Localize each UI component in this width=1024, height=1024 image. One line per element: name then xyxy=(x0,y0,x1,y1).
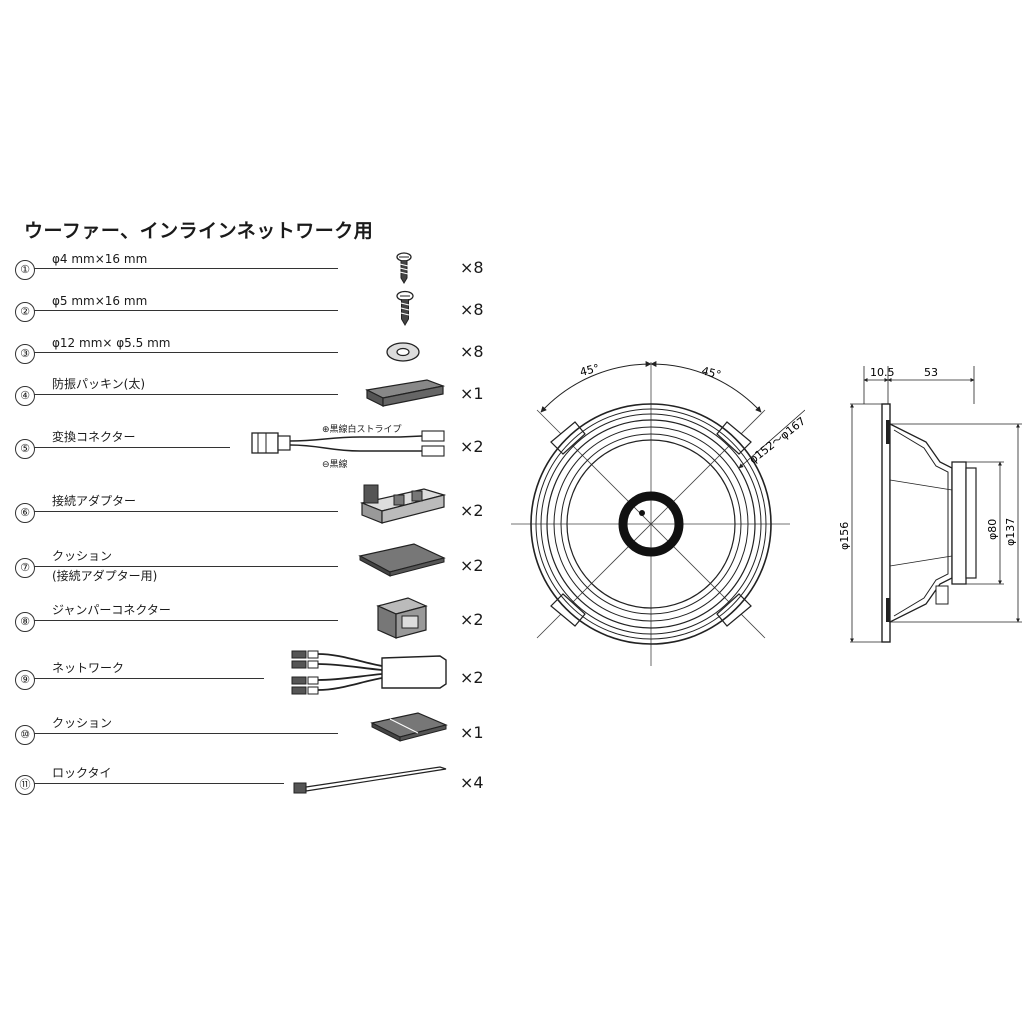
part-name: クッション xyxy=(52,716,113,730)
part-number: ⑦ xyxy=(15,558,35,578)
leader-line xyxy=(34,310,338,311)
dimension-flange-thickness: 10.5 xyxy=(870,366,895,379)
mounting-diameter-label: φ152〜φ167 xyxy=(747,415,805,467)
part-number: ① xyxy=(15,260,35,280)
part-quantity: ×2 xyxy=(460,501,484,520)
part-name: φ12 mm× φ5.5 mm xyxy=(52,336,171,350)
part-name: 防振パッキン(太) xyxy=(52,377,146,391)
part-name: クッション xyxy=(52,549,113,563)
wire-label-minus: ⊖黒線 xyxy=(322,460,348,470)
part-number: ⑨ xyxy=(15,670,35,690)
lock-tie-icon xyxy=(293,766,447,794)
leader-line xyxy=(34,394,338,395)
leader-line xyxy=(34,678,264,679)
packing-icon xyxy=(365,379,446,407)
network-icon xyxy=(291,650,447,695)
leader-line xyxy=(34,268,338,269)
dimension-depth: 53 xyxy=(924,366,938,379)
speaker-side-view: 10.5 53 φ156 φ80 φ137 xyxy=(838,366,1022,643)
parts-list: ① φ4 mm×16 mm ×8 ② φ5 mm×16 mm ×8 ③ φ12 … xyxy=(0,0,500,1024)
leader-line xyxy=(34,511,338,512)
dimension-outer-diameter: φ156 xyxy=(838,522,851,550)
part-name: φ4 mm×16 mm xyxy=(52,252,148,266)
part-number: ⑧ xyxy=(15,612,35,632)
part-name: 変換コネクター xyxy=(52,430,136,444)
part-quantity: ×2 xyxy=(460,437,484,456)
speaker-front-view: 45° 45° φ152〜φ167 xyxy=(511,361,805,666)
part-name: ジャンパーコネクター xyxy=(52,603,171,617)
angle-label-left: 45° xyxy=(579,362,601,379)
leader-line xyxy=(34,783,284,784)
angle-label-right: 45° xyxy=(700,364,722,381)
part-name: φ5 mm×16 mm xyxy=(52,294,148,308)
part-number: ② xyxy=(15,302,35,322)
dimension-magnet-diameter: φ80 xyxy=(986,519,999,540)
part-number: ③ xyxy=(15,344,35,364)
part-quantity: ×2 xyxy=(460,668,484,687)
leader-line xyxy=(34,566,338,567)
leader-line xyxy=(34,733,338,734)
part-name: ネットワーク xyxy=(52,661,125,675)
adapter-icon xyxy=(359,484,447,524)
part-quantity: ×8 xyxy=(460,342,484,361)
wire-label-plus: ⊕黒線白ストライプ xyxy=(322,425,402,435)
leader-line xyxy=(34,447,230,448)
part-quantity: ×1 xyxy=(460,723,484,742)
part-quantity: ×8 xyxy=(460,300,484,319)
part-quantity: ×8 xyxy=(460,258,484,277)
part-quantity: ×4 xyxy=(460,773,484,792)
connector-cable-icon xyxy=(251,430,445,457)
screw-icon xyxy=(396,290,414,326)
part-number: ⑩ xyxy=(15,725,35,745)
part-quantity: ×1 xyxy=(460,384,484,403)
washer-icon xyxy=(386,342,420,362)
screw-icon xyxy=(396,252,412,284)
dimension-frame-diameter: φ137 xyxy=(1004,518,1017,546)
jumper-connector-icon xyxy=(376,597,428,639)
page-title: ウーファー、インラインネットワーク用 xyxy=(24,220,374,242)
leader-line xyxy=(34,620,338,621)
cushion-icon xyxy=(358,543,446,577)
part-number: ⑥ xyxy=(15,503,35,523)
leader-line xyxy=(34,352,338,353)
part-number: ⑪ xyxy=(15,775,35,795)
part-quantity: ×2 xyxy=(460,610,484,629)
part-number: ⑤ xyxy=(15,439,35,459)
part-name-note: (接続アダプター用) xyxy=(52,569,158,583)
cushion-icon xyxy=(370,712,448,742)
part-quantity: ×2 xyxy=(460,556,484,575)
part-name: 接続アダプター xyxy=(52,494,137,508)
part-name: ロックタイ xyxy=(52,766,112,780)
part-number: ④ xyxy=(15,386,35,406)
